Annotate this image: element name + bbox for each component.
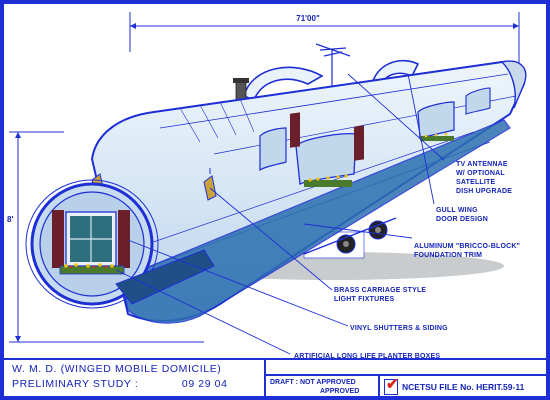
callout-tv-antenna-2: W/ OPTIONAL: [456, 170, 505, 177]
title-block-draft: DRAFT : NOT APPROVED APPROVED: [266, 374, 380, 396]
callout-gull-wing-2: DOOR DESIGN: [436, 216, 488, 223]
tv-antenna: [315, 43, 351, 88]
title-block: W. M. D. (WINGED MOBILE DOMICILE) PRELIM…: [4, 358, 546, 396]
gull-wing-door-front: [243, 66, 324, 102]
mobile-home-drawing: 71'00" 8': [7, 12, 527, 360]
callout-trim-2: FOUNDATION TRIM: [414, 252, 482, 259]
callout-tv-antenna-3: SATELLITE: [456, 179, 496, 186]
rear-cap: [500, 60, 527, 109]
callout-trim-1: ALUMINUM "BRICCO-BLOCK": [414, 243, 520, 250]
leader-lines: [115, 73, 445, 355]
study-label: PRELIMINARY STUDY :: [12, 378, 139, 390]
front-skirt: [115, 249, 215, 305]
dimension-height-label: 8': [7, 215, 13, 224]
title-block-file: ✔ NCETSU FILE No. HERIT.59-11: [380, 374, 546, 396]
side-window-1: [290, 112, 364, 187]
callout-gull-wing-1: GULL WING: [436, 207, 478, 214]
study-line: PRELIMINARY STUDY : 09 29 04: [12, 378, 256, 390]
callout-shutters: VINYL SHUTTERS & SIDING: [350, 325, 448, 332]
front-window: [52, 210, 130, 275]
approval-checkbox[interactable]: ✔: [384, 376, 399, 395]
file-number: NCETSU FILE No. HERIT.59-11: [402, 382, 525, 392]
side-window-front: [259, 127, 287, 172]
project-title: W. M. D. (WINGED MOBILE DOMICILE): [12, 363, 222, 375]
study-date: 09 29 04: [181, 378, 228, 390]
dimension-height: 8': [7, 131, 204, 343]
callout-fixtures-2: LIGHT FIXTURES: [334, 296, 394, 303]
draft-approved: APPROVED: [320, 388, 360, 395]
callout-fixtures-1: BRASS CARRIAGE STYLE: [334, 287, 426, 294]
dimension-length: 71'00": [129, 12, 520, 66]
title-block-project: W. M. D. (WINGED MOBILE DOMICILE) PRELIM…: [4, 360, 266, 396]
dimension-length-label: 71'00": [296, 14, 320, 23]
callout-tv-antenna-1: TV ANTENNAE: [456, 161, 508, 168]
side-window-2: [417, 101, 455, 141]
callout-tv-antenna-4: DISH UPGRADE: [456, 188, 512, 195]
draft-not-approved: DRAFT : NOT APPROVED: [270, 379, 356, 386]
red-check-icon: ✔: [386, 376, 399, 393]
callout-planters: ARTIFICIAL LONG LIFE PLANTER BOXES: [294, 353, 440, 360]
side-window-3: [465, 87, 491, 115]
